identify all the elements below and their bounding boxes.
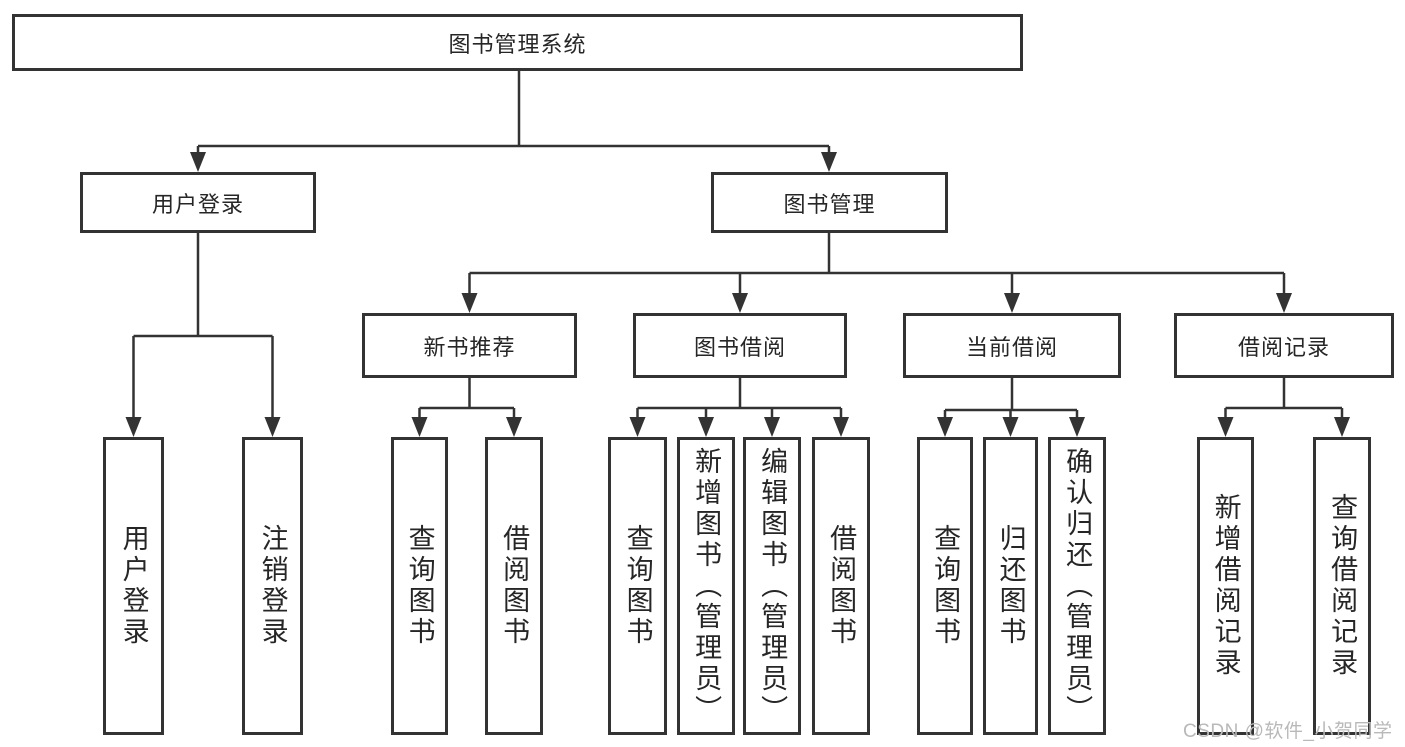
leaf-query-books-borrow: 查询图书 — [608, 437, 667, 735]
node-book-management-label: 图书管理 — [783, 191, 876, 217]
leaf-confirm-return-admin-label: 确认归还（管理员） — [1062, 446, 1093, 726]
arrowhead-icon — [1004, 293, 1020, 313]
leaf-return-books-label: 归还图书 — [995, 524, 1026, 648]
leaf-borrow-books: 借阅图书 — [812, 437, 870, 735]
node-user-login-label: 用户登录 — [151, 191, 244, 217]
leaf-query-books-current-label: 查询图书 — [930, 524, 961, 648]
arrowhead-icon — [411, 417, 428, 437]
node-borrow-records-label: 借阅记录 — [1237, 334, 1330, 360]
node-book-borrow-label: 图书借阅 — [693, 334, 786, 360]
leaf-query-books-recommend-label: 查询图书 — [404, 524, 435, 648]
leaf-add-books-admin-label: 新增图书（管理员） — [691, 446, 722, 726]
node-book-management: 图书管理 — [711, 172, 948, 233]
connector-book-mgmt-to-level3 — [468, 233, 1286, 300]
arrowhead-icon — [125, 417, 142, 437]
node-current-borrow: 当前借阅 — [903, 313, 1121, 378]
connector-user-login-to-leaves — [132, 233, 274, 424]
node-root-system: 图书管理系统 — [12, 14, 1023, 71]
connector-root-to-level2 — [196, 71, 831, 158]
arrowhead-icon — [764, 417, 780, 437]
leaf-borrow-books-recommend-label: 借阅图书 — [499, 524, 530, 648]
arrowhead-icon — [506, 417, 522, 437]
node-root-label: 图书管理系统 — [448, 31, 587, 57]
leaf-add-books-admin: 新增图书（管理员） — [677, 437, 735, 735]
leaf-return-books: 归还图书 — [983, 437, 1038, 735]
node-current-borrow-label: 当前借阅 — [965, 334, 1058, 360]
arrowhead-icon — [190, 152, 206, 172]
node-book-borrow: 图书借阅 — [633, 313, 847, 378]
arrowhead-icon — [1002, 417, 1019, 437]
leaf-logout: 注销登录 — [242, 437, 303, 735]
leaf-edit-books-admin: 编辑图书（管理员） — [743, 437, 801, 735]
leaf-user-login-label: 用户登录 — [118, 524, 149, 648]
arrowhead-icon — [629, 417, 646, 437]
csdn-watermark: CSDN @软件_小贺同学 — [1183, 721, 1393, 742]
leaf-query-borrow-record-label: 查询借阅记录 — [1327, 493, 1358, 679]
node-new-book-recommend-label: 新书推荐 — [423, 334, 516, 360]
node-borrow-records: 借阅记录 — [1174, 313, 1394, 378]
arrowhead-icon — [821, 152, 837, 172]
arrowhead-icon — [937, 417, 953, 437]
leaf-confirm-return-admin: 确认归还（管理员） — [1048, 437, 1106, 735]
arrowhead-icon — [833, 417, 849, 437]
arrowhead-icon — [732, 293, 748, 313]
connector-borrow-records-to-leaves — [1224, 378, 1344, 424]
arrowhead-icon — [698, 417, 714, 437]
node-user-login: 用户登录 — [80, 172, 316, 233]
node-new-book-recommend: 新书推荐 — [362, 313, 577, 378]
arrowhead-icon — [1334, 417, 1350, 437]
leaf-query-books-recommend: 查询图书 — [391, 437, 448, 735]
leaf-logout-label: 注销登录 — [257, 524, 288, 648]
arrowhead-icon — [1217, 417, 1234, 437]
leaf-add-borrow-record: 新增借阅记录 — [1197, 437, 1254, 735]
leaf-edit-books-admin-label: 编辑图书（管理员） — [757, 446, 788, 726]
arrowhead-icon — [264, 417, 281, 437]
arrowhead-icon — [1069, 417, 1085, 437]
leaf-borrow-books-label: 借阅图书 — [826, 524, 857, 648]
leaf-query-books-current: 查询图书 — [917, 437, 973, 735]
leaf-add-borrow-record-label: 新增借阅记录 — [1210, 493, 1241, 679]
connector-book-borrow-to-leaves — [636, 378, 843, 424]
leaf-borrow-books-recommend: 借阅图书 — [485, 437, 543, 735]
connector-new-book-to-leaves — [418, 378, 516, 424]
leaf-query-books-borrow-label: 查询图书 — [622, 524, 653, 648]
leaf-query-borrow-record: 查询借阅记录 — [1313, 437, 1371, 735]
leaf-user-login: 用户登录 — [103, 437, 164, 735]
arrowhead-icon — [1276, 293, 1292, 313]
arrowhead-icon — [461, 293, 478, 313]
